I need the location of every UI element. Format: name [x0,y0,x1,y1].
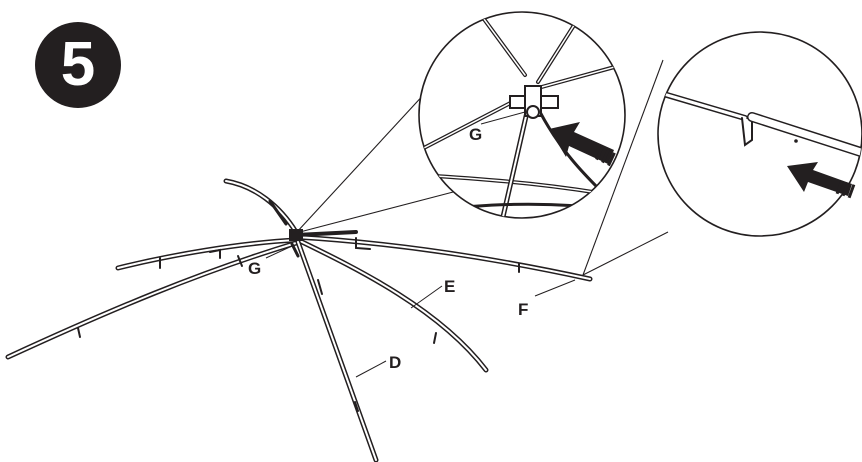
label-g-detail: G [469,125,482,144]
umbrella-frame [5,178,593,462]
label-f: F [518,300,528,319]
detail-circle-hub [418,11,626,219]
label-e: E [444,277,455,296]
detail-circle-rib [657,31,862,237]
callout-leaders [295,59,669,276]
label-leaders [265,245,576,378]
push-arrow-icon [787,162,856,199]
step-number: 5 [60,30,96,99]
push-arrow-icon [549,122,616,167]
step-number-badge: 5 [35,22,121,108]
rib-e [295,237,489,373]
label-d: D [389,353,401,372]
rib-left [115,237,299,271]
label-g-main: G [248,259,261,278]
rib-f [293,234,593,282]
hub-g [289,229,303,241]
